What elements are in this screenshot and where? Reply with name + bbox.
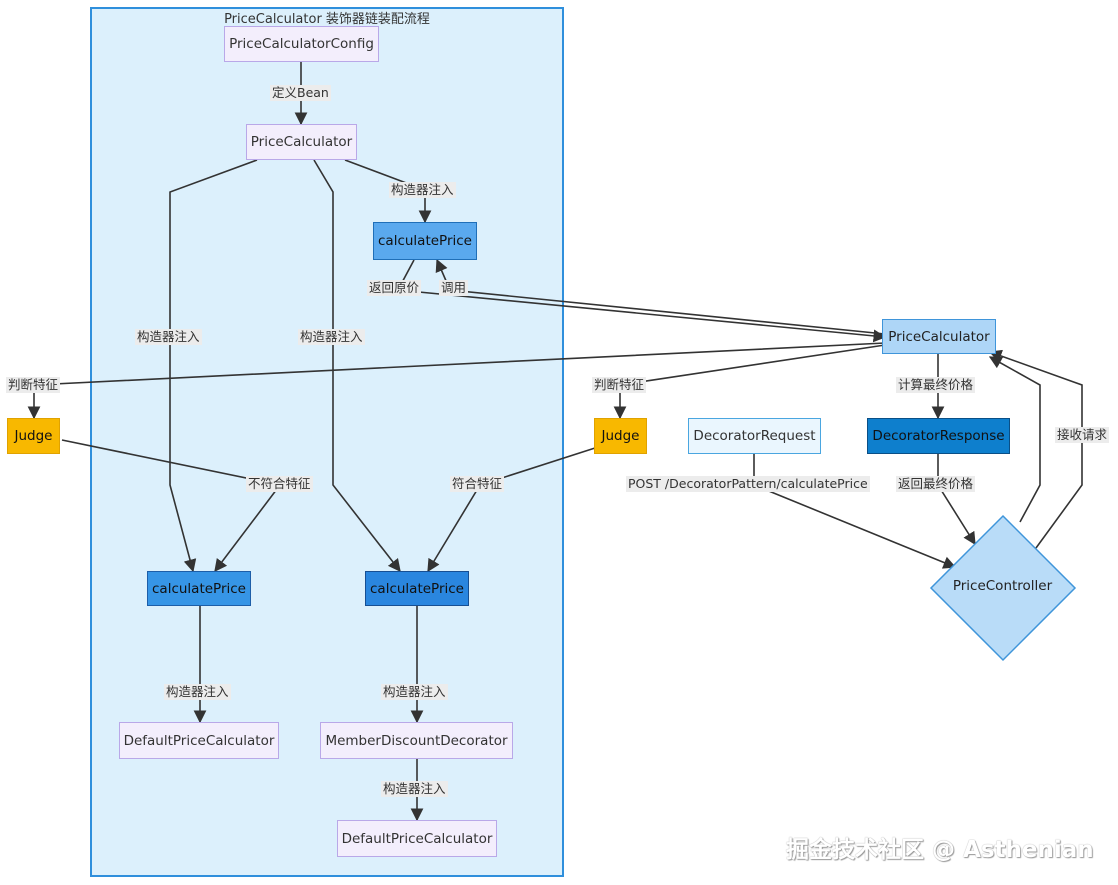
- edge-label-return-original: 返回原价: [367, 280, 422, 296]
- edge-label-define-bean: 定义Bean: [270, 85, 331, 101]
- node-judge-left: Judge: [7, 418, 60, 454]
- node-decorator-request: DecoratorRequest: [688, 418, 821, 454]
- edge-label-compute-final: 计算最终价格: [896, 377, 976, 393]
- edge-judge-left-to-calc-left: [61, 439, 282, 573]
- edge-label-match: 符合特征: [450, 476, 505, 492]
- edge-label-ctor-left: 构造器注入: [135, 329, 202, 345]
- edge-calc-top-return: [396, 259, 887, 343]
- edge-label-judge-feature-left: 判断特征: [6, 377, 61, 393]
- edge-pc-right-to-judge-left: [27, 342, 886, 420]
- edge-pc-to-calc-left: [169, 159, 258, 573]
- node-calculate-price-top: calculatePrice: [373, 222, 477, 260]
- edge-label-judge-feature-mid: 判断特征: [592, 377, 647, 393]
- edge-call-to-calc-top: [435, 258, 886, 335]
- edge-judge-mid-to-calc-right: [427, 447, 596, 573]
- node-judge-mid: Judge: [594, 418, 647, 454]
- edge-label-post-path: POST /DecoratorPattern/calculatePrice: [626, 476, 870, 492]
- node-default-price-calculator-left: DefaultPriceCalculator: [119, 722, 279, 759]
- edge-label-return-final: 返回最终价格: [896, 476, 976, 492]
- edge-label-call: 调用: [439, 280, 469, 296]
- node-price-calculator-top: PriceCalculator: [246, 124, 357, 160]
- edge-label-receive-request: 接收请求: [1055, 427, 1110, 443]
- price-controller-diamond: [929, 514, 1077, 662]
- edge-label-not-match: 不符合特征: [246, 476, 313, 492]
- node-price-calculator-config: PriceCalculatorConfig: [224, 26, 379, 62]
- node-price-calculator-right: PriceCalculator: [882, 319, 996, 354]
- watermark: 掘金技术社区 @ Asthenian: [786, 837, 1094, 863]
- node-default-price-calculator-bottom: DefaultPriceCalculator: [337, 820, 497, 857]
- node-decorator-response: DecoratorResponse: [867, 418, 1010, 454]
- node-price-controller-label: PriceController: [952, 578, 1053, 594]
- node-member-discount-decorator: MemberDiscountDecorator: [320, 722, 513, 759]
- edge-controller-to-pc-a: [988, 356, 1041, 523]
- edge-response-to-controller: [937, 454, 976, 546]
- edge-label-ctor-bottom: 构造器注入: [381, 781, 448, 797]
- node-calculate-price-right: calculatePrice: [365, 571, 469, 606]
- edge-label-ctor-to-calc: 构造器注入: [389, 182, 456, 198]
- edge-request-to-controller: [753, 454, 957, 569]
- edge-pc-right-to-judge-mid: [613, 344, 886, 420]
- edge-label-ctor-mid: 构造器注入: [298, 329, 365, 345]
- edge-label-ctor-default: 构造器注入: [164, 684, 231, 700]
- diagram-title: PriceCalculator 装饰器链装配流程: [224, 12, 430, 27]
- edge-label-ctor-member: 构造器注入: [381, 684, 448, 700]
- node-calculate-price-left: calculatePrice: [147, 571, 251, 606]
